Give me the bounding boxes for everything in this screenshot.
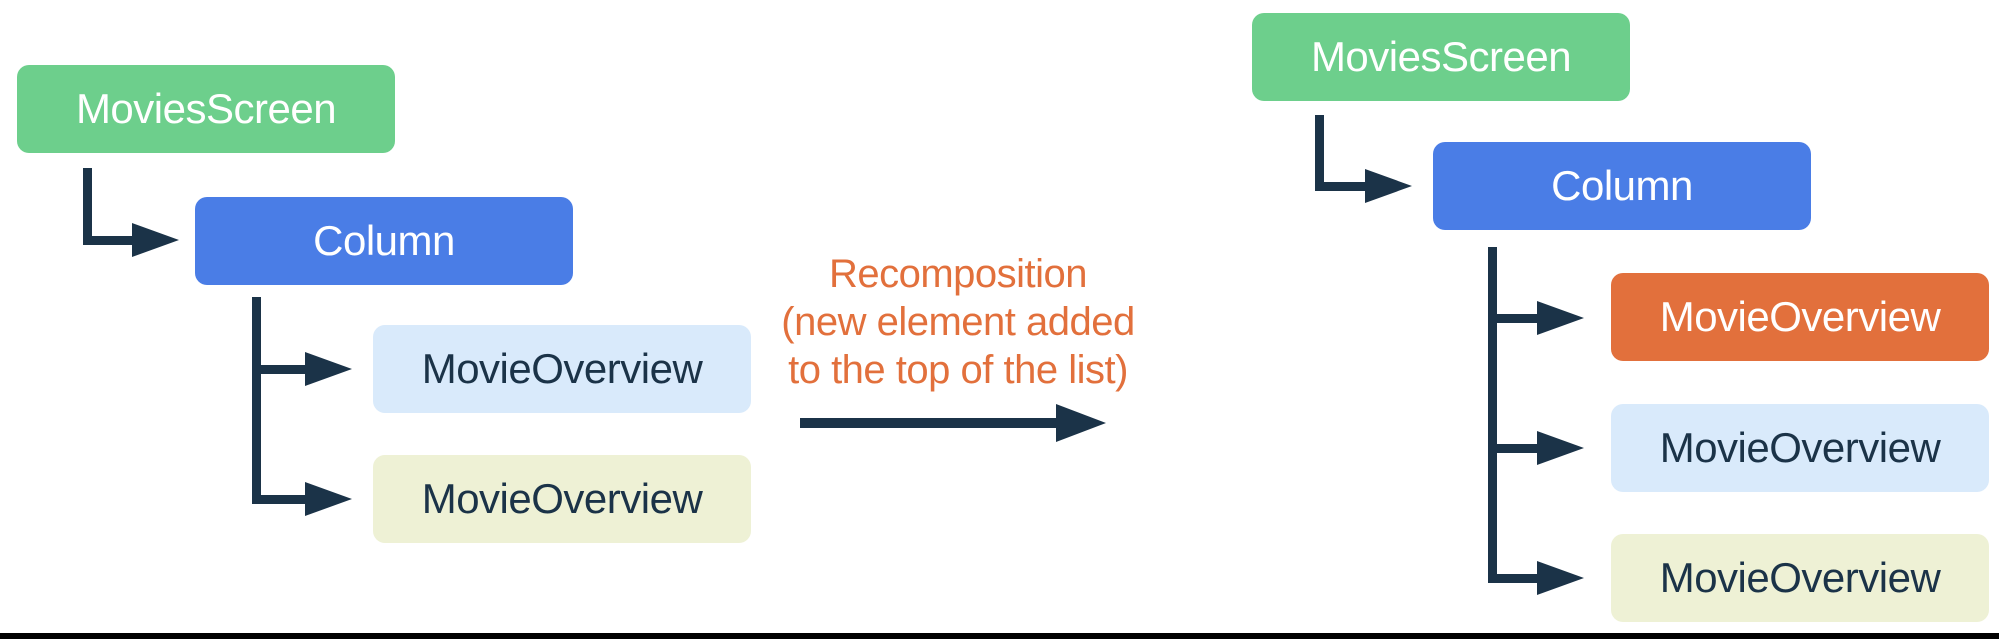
- right-connector-moviesscreen-column-horizontal: [1315, 182, 1366, 191]
- left-node-moviesscreen: MoviesScreen: [17, 65, 395, 153]
- left-node-column: Column: [195, 197, 573, 285]
- right-connector-column-trunk-vertical: [1488, 247, 1497, 583]
- caption-line-3: to the top of the list): [788, 348, 1128, 392]
- right-connector-branch-2-horizontal: [1488, 444, 1538, 453]
- right-node-movieoverview-2: MovieOverview: [1611, 404, 1989, 492]
- arrowhead-icon: [305, 482, 352, 516]
- right-node-moviesscreen: MoviesScreen: [1252, 13, 1630, 101]
- left-node-movieoverview-2: MovieOverview: [373, 455, 751, 543]
- arrowhead-icon: [1056, 404, 1106, 442]
- right-node-movieoverview-3: MovieOverview: [1611, 534, 1989, 622]
- right-connector-branch-3-horizontal: [1488, 574, 1538, 583]
- left-connector-branch-1-horizontal: [252, 365, 306, 374]
- right-connector-moviesscreen-column-vertical: [1315, 115, 1324, 191]
- caption-line-2: (new element added: [781, 300, 1135, 344]
- arrowhead-icon: [1365, 169, 1412, 203]
- left-node-movieoverview-1: MovieOverview: [373, 325, 751, 413]
- caption-line-1: Recomposition: [828, 252, 1088, 296]
- recomposition-caption: Recomposition (new element added to the …: [658, 250, 1258, 394]
- arrowhead-icon: [132, 223, 179, 257]
- arrowhead-icon: [1537, 561, 1584, 595]
- left-connector-moviesscreen-column-vertical: [83, 168, 92, 245]
- recomposition-arrow-shaft: [800, 418, 1058, 428]
- left-connector-branch-2-horizontal: [252, 495, 306, 504]
- right-connector-branch-1-horizontal: [1488, 314, 1538, 323]
- arrowhead-icon: [305, 352, 352, 386]
- right-node-movieoverview-new: MovieOverview: [1611, 273, 1989, 361]
- arrowhead-icon: [1537, 301, 1584, 335]
- bottom-border: [0, 633, 1999, 639]
- right-node-column: Column: [1433, 142, 1811, 230]
- left-connector-column-trunk-vertical: [252, 297, 261, 504]
- arrowhead-icon: [1537, 431, 1584, 465]
- left-connector-moviesscreen-column-horizontal: [83, 236, 133, 245]
